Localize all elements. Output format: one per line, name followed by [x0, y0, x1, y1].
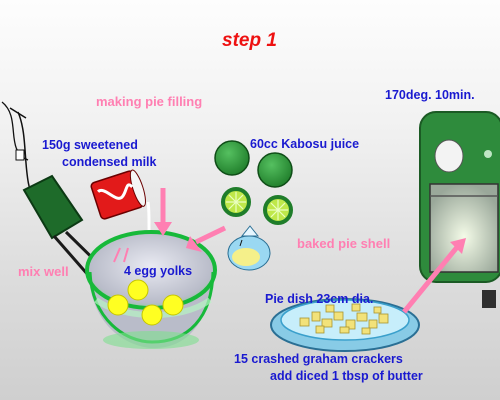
- ingredient-kabosu-juice: 60cc Kabosu juice: [250, 137, 360, 151]
- oven-icon: [419, 111, 500, 308]
- step-label-mix-well: mix well: [18, 264, 69, 279]
- oven-setting-label: 170deg. 10min.: [385, 88, 475, 102]
- page-title: step 1: [222, 30, 277, 51]
- ingredient-butter: add diced 1 tbsp of butter: [270, 369, 423, 383]
- ingredient-condensed-milk-line2: condensed milk: [62, 155, 157, 169]
- mixing-bowl-icon: [85, 230, 217, 349]
- pie-dish-label: Pie dish 23cm dia.: [265, 292, 374, 306]
- condensed-milk-can-icon: [90, 169, 146, 220]
- step-label-baked-shell: baked pie shell: [297, 236, 391, 251]
- step-label-making-filling: making pie filling: [96, 94, 203, 109]
- ingredient-egg-yolks: 4 egg yolks: [124, 264, 193, 278]
- ingredient-condensed-milk-line1: 150g sweetened: [42, 138, 138, 152]
- juicer-icon: [227, 225, 271, 271]
- kabosu-lime-icon: [214, 140, 293, 225]
- ingredient-graham-crackers: 15 crashed graham crackers: [234, 352, 403, 366]
- pie-dish-icon: [270, 298, 420, 352]
- egg-yolk-icon: [107, 279, 184, 326]
- arrow-icon: [154, 188, 466, 314]
